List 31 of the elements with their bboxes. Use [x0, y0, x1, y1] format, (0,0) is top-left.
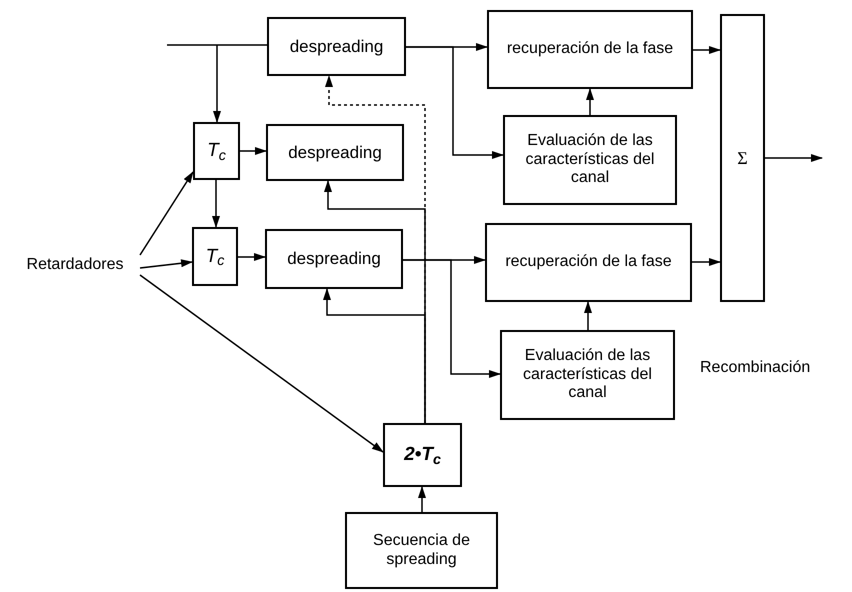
process-box: despreading	[267, 17, 406, 76]
delay-box: T$_{c}$	[192, 227, 238, 286]
arrow	[140, 259, 193, 269]
arrow	[418, 486, 426, 512]
arrow	[584, 301, 592, 330]
arrow	[140, 274, 384, 453]
arrow	[240, 147, 267, 155]
summation-box: Σ	[720, 14, 765, 302]
arrow	[139, 171, 194, 256]
arrow	[403, 259, 501, 378]
process-box: Secuencia de spreading	[345, 512, 498, 589]
arrow	[692, 258, 721, 266]
arrow	[324, 180, 426, 423]
arrow	[406, 46, 504, 159]
arrow	[212, 180, 220, 228]
text-label: Retardadores	[10, 253, 140, 277]
process-box: recuperación de la fase	[487, 10, 693, 89]
arrow	[693, 46, 721, 54]
process-box: despreading	[265, 229, 403, 289]
arrow	[586, 88, 594, 115]
arrow	[765, 154, 823, 162]
arrow	[213, 45, 221, 123]
process-box: despreading	[266, 124, 404, 181]
process-box: recuperación de la fase	[485, 223, 692, 302]
process-box: Evaluación de las características del canal	[503, 115, 677, 205]
process-box: Evaluación de las características del canal	[500, 330, 675, 420]
arrow	[238, 253, 266, 261]
delay-box: 2•T$_{c}$	[383, 423, 462, 487]
text-label: Recombinación	[700, 358, 810, 378]
arrow	[325, 75, 426, 423]
delay-box: T$_{c}$	[193, 122, 240, 180]
